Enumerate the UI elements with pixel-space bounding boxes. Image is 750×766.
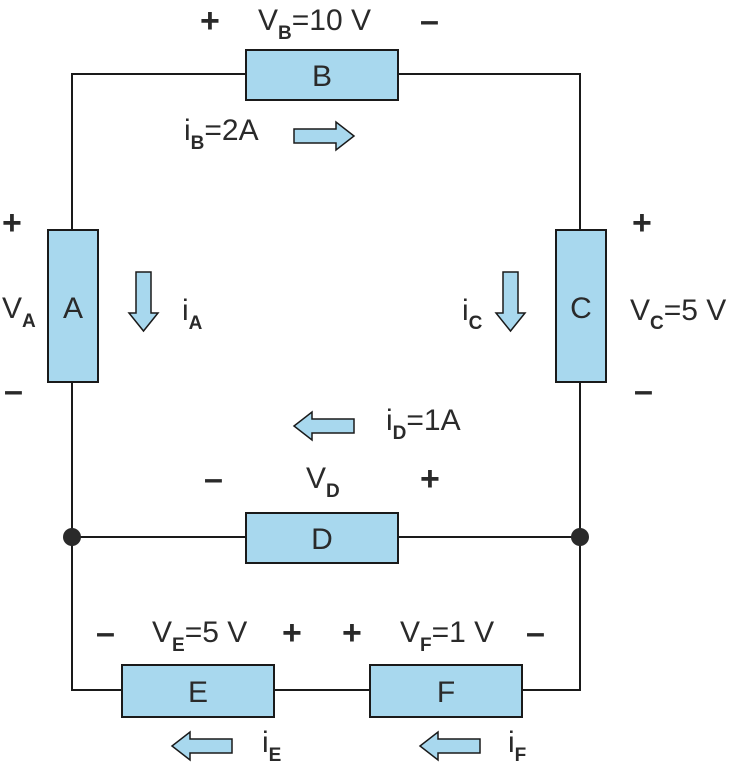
- wire-left-top: [71, 73, 246, 230]
- voltage-c-plus-sign: +: [632, 204, 652, 242]
- component-c-label: C: [570, 292, 592, 325]
- wire-right-top: [398, 73, 581, 230]
- voltage-c-minus-sign: –: [634, 372, 653, 410]
- current-d-label: iD=1A: [386, 404, 461, 444]
- voltage-e-minus-sign: –: [96, 614, 115, 652]
- current-f-arrow-icon: [418, 730, 481, 762]
- voltage-d-plus-sign: +: [420, 460, 440, 498]
- component-d-label: D: [311, 523, 333, 556]
- voltage-c-label: VC=5 V: [630, 294, 726, 334]
- current-c-arrow-icon: [494, 271, 527, 333]
- current-f-label: iF: [508, 726, 526, 766]
- component-d: [245, 512, 399, 564]
- voltage-b-plus-sign: +: [200, 2, 220, 40]
- voltage-e-plus-sign: +: [282, 614, 302, 652]
- component-f-label: F: [437, 676, 455, 709]
- voltage-a-minus-sign: –: [4, 372, 23, 410]
- voltage-f-label: VF=1 V: [400, 616, 494, 656]
- voltage-d-minus-sign: –: [204, 460, 223, 498]
- component-b-label: B: [312, 60, 332, 93]
- component-f: [369, 664, 523, 718]
- voltage-f-plus-sign: +: [342, 614, 362, 652]
- component-e-label: E: [188, 676, 208, 709]
- voltage-a-label: VA: [2, 292, 36, 332]
- component-b: [245, 49, 399, 101]
- voltage-d-label: VD: [306, 462, 340, 502]
- wires: [71, 73, 581, 691]
- voltage-a-plus-sign: +: [2, 204, 22, 242]
- component-a: [47, 229, 99, 383]
- component-e: [121, 664, 275, 718]
- current-d-arrow-icon: [292, 410, 355, 442]
- node-right: [571, 528, 589, 546]
- voltage-b-label: VB=10 V: [258, 4, 371, 44]
- wire-bottom-left: [71, 537, 122, 691]
- current-a-arrow-icon: [127, 271, 160, 333]
- current-a-label: iA: [182, 294, 203, 334]
- node-left: [63, 528, 81, 546]
- current-c-label: iC: [462, 294, 483, 334]
- voltage-e-label: VE=5 V: [152, 616, 247, 656]
- current-b-label: iB=2A: [184, 114, 259, 154]
- current-b-arrow-icon: [293, 120, 356, 152]
- component-c: [555, 229, 607, 383]
- wire-bottom-right: [522, 537, 581, 691]
- current-e-arrow-icon: [170, 730, 233, 762]
- component-a-label: A: [63, 292, 83, 325]
- voltage-b-minus-sign: –: [420, 2, 439, 40]
- current-e-label: iE: [262, 726, 281, 766]
- voltage-f-minus-sign: –: [526, 614, 545, 652]
